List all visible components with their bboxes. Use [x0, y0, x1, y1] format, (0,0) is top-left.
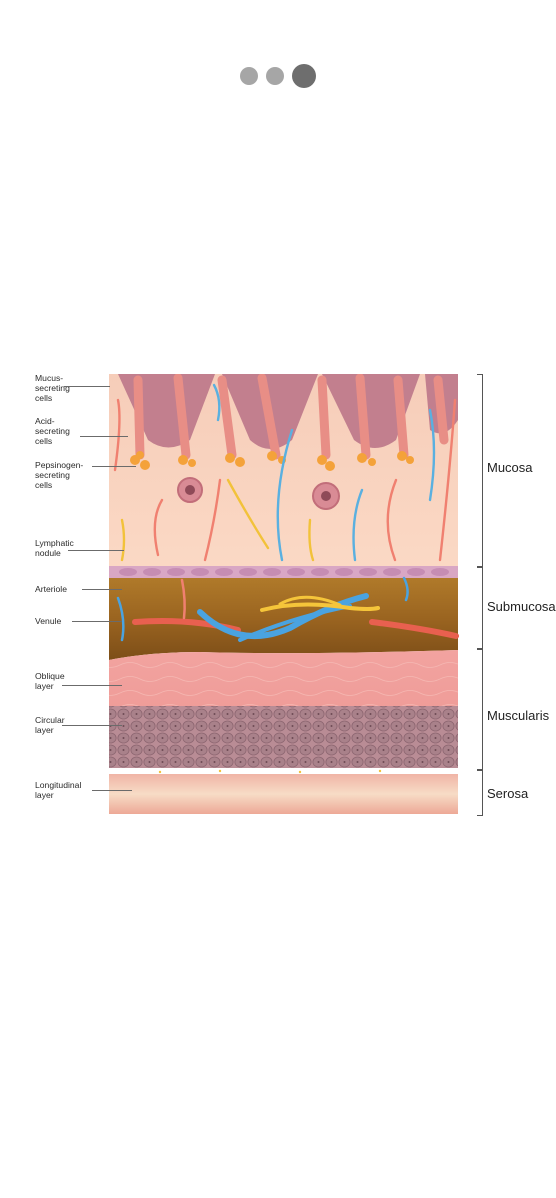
page-dot-2[interactable]	[266, 67, 284, 85]
label-longitudinal-layer: Longitudinal layer	[35, 780, 82, 801]
submucosa-region	[109, 578, 458, 660]
bracket-mucosa	[477, 374, 483, 568]
leader-mucus	[64, 386, 110, 387]
label-oblique-layer: Oblique layer	[35, 671, 65, 692]
layer-label-muscularis: Muscularis	[487, 708, 550, 723]
layer-label-submucosa: Submucosa	[487, 599, 556, 614]
leader-longitudinal	[92, 790, 132, 791]
leader-pepsinogen	[92, 466, 136, 467]
label-pepsinogen-secreting-cells: Pepsinogen- secreting cells	[35, 460, 84, 491]
leader-venule	[72, 621, 122, 622]
bracket-serosa	[477, 769, 483, 816]
page-dot-1[interactable]	[240, 67, 258, 85]
label-circular-layer: Circular layer	[35, 715, 65, 736]
page-indicator	[0, 64, 556, 88]
label-mucus-secreting-cells: Mucus- secreting cells	[35, 373, 70, 404]
label-venule: Venule	[35, 616, 62, 626]
label-lymphatic-nodule: Lymphatic nodule	[35, 538, 74, 559]
muscularis-mucosae-band	[109, 566, 458, 578]
bracket-muscularis	[477, 648, 483, 771]
label-acid-secreting-cells: Acid- secreting cells	[35, 416, 70, 447]
leader-oblique	[62, 685, 122, 686]
label-arteriole: Arteriole	[35, 584, 67, 594]
leader-lymphatic	[68, 550, 124, 551]
leader-acid	[80, 436, 128, 437]
circular-layer-region	[109, 706, 458, 768]
leader-arteriole	[82, 589, 122, 590]
page-dot-3-active[interactable]	[292, 64, 316, 88]
leader-circular	[62, 725, 122, 726]
layer-label-serosa: Serosa	[487, 786, 529, 801]
serosa-region	[109, 774, 458, 814]
bracket-submucosa	[477, 566, 483, 650]
layer-label-mucosa: Mucosa	[487, 460, 533, 475]
